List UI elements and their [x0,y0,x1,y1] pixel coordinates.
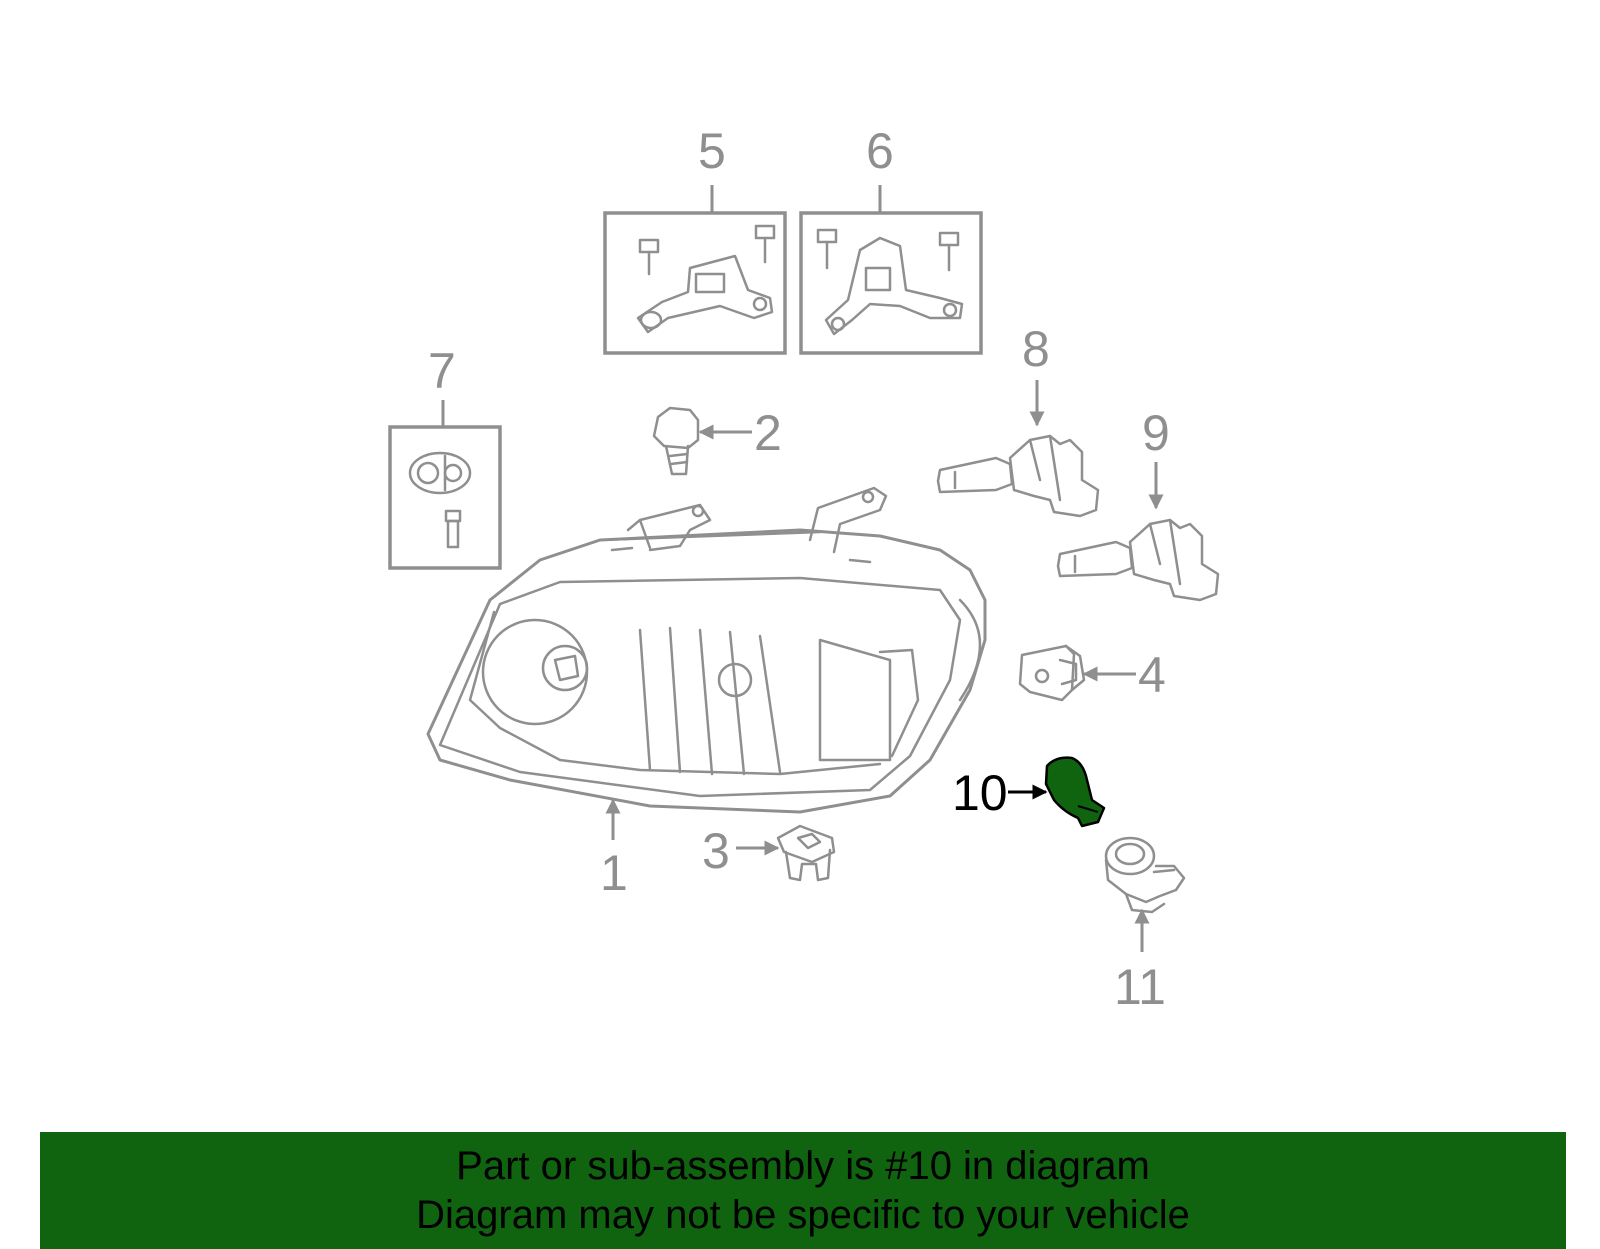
part-5-bracket-kit[interactable] [603,211,787,355]
part-3-clip[interactable] [776,824,836,882]
banner-line-disclaimer: Diagram may not be specific to your vehi… [416,1193,1190,1237]
callout-label-3: 3 [702,823,730,879]
callout-label-10: 10 [952,765,1008,821]
part-8-headlamp-bulb[interactable] [936,434,1100,518]
leader-lines [441,185,1164,952]
callout-label-4: 4 [1138,647,1166,703]
info-banner: Part or sub-assembly is #10 in diagram D… [40,1132,1566,1249]
callout-label-9: 9 [1142,405,1170,461]
banner-line-part-number: Part or sub-assembly is #10 in diagram [456,1144,1150,1188]
part-4-retainer[interactable] [1018,644,1086,702]
callout-label-6: 6 [866,123,894,179]
callout-label-8: 8 [1022,321,1050,377]
callout-labels: 1 2 3 4 5 6 7 8 9 10 11 [428,123,1170,1015]
callout-label-7: 7 [428,343,456,399]
part-9-headlamp-bulb[interactable] [1056,518,1220,602]
part-2-bolt[interactable] [652,406,700,476]
part-10-bulb-highlighted[interactable] [1044,756,1106,828]
part-1-headlamp-assembly[interactable] [426,486,987,814]
part-11-socket[interactable] [1104,836,1186,914]
callout-label-2: 2 [754,405,782,461]
callout-label-11: 11 [1114,959,1166,1015]
callout-label-5: 5 [698,123,726,179]
part-6-bracket-kit[interactable] [799,211,983,355]
part-7-adjuster-kit[interactable] [388,425,502,570]
callout-label-1: 1 [600,845,628,901]
